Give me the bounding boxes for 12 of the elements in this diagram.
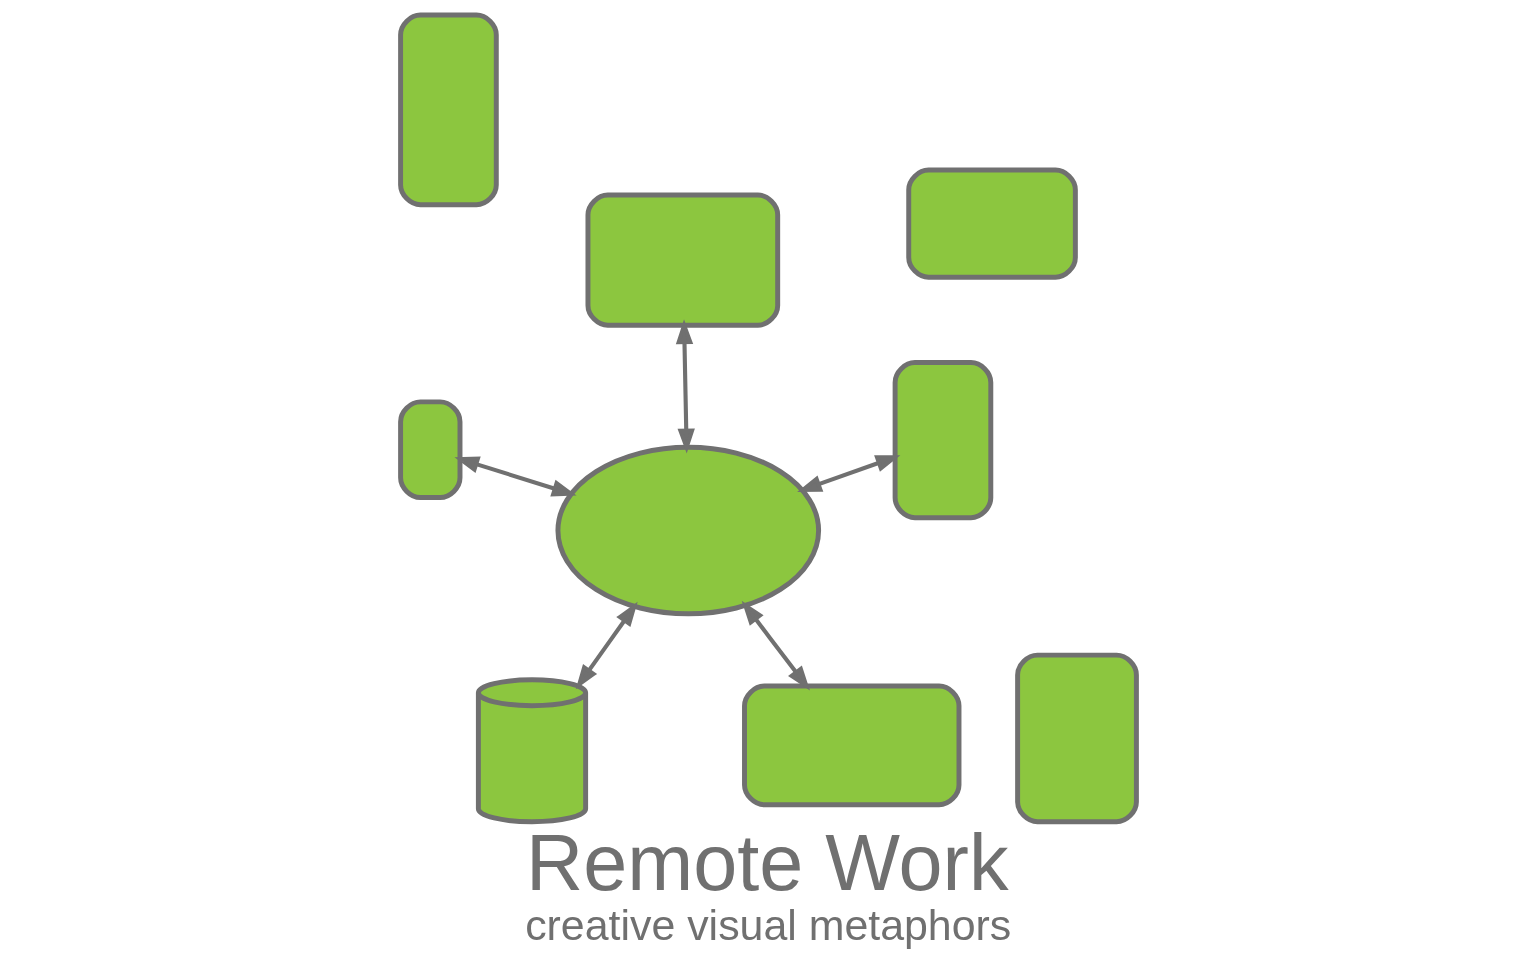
node-box bbox=[397, 12, 499, 208]
node-box bbox=[585, 192, 780, 328]
arrow bbox=[575, 601, 638, 690]
node-box bbox=[1014, 652, 1139, 825]
node-box bbox=[892, 360, 993, 521]
node-box bbox=[397, 399, 462, 501]
node-box bbox=[741, 683, 961, 808]
arrow bbox=[453, 456, 577, 497]
node-box bbox=[905, 167, 1078, 280]
arrow bbox=[741, 600, 810, 691]
arrow bbox=[675, 319, 695, 454]
arrow bbox=[796, 455, 900, 492]
